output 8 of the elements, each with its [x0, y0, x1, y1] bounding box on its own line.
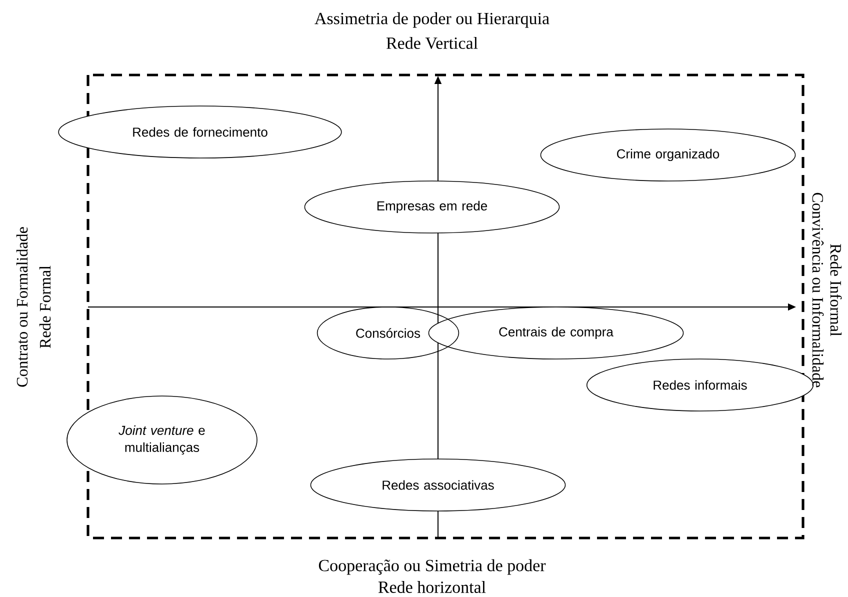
axis-label: Cooperação ou Simetria de poder [318, 559, 546, 575]
axis-label: Rede Vertical [386, 36, 478, 50]
axis-label: Convivência ou Informalidade [812, 192, 824, 388]
axis-label: Rede Formal [39, 266, 51, 348]
axis-label: Assimetria de poder ou Hierarquia [314, 12, 550, 28]
axis-label: Rede horizontal [378, 581, 486, 593]
axis-label: Contrato ou Formalidade [16, 227, 28, 387]
axis-label: Rede Informal [830, 244, 842, 336]
